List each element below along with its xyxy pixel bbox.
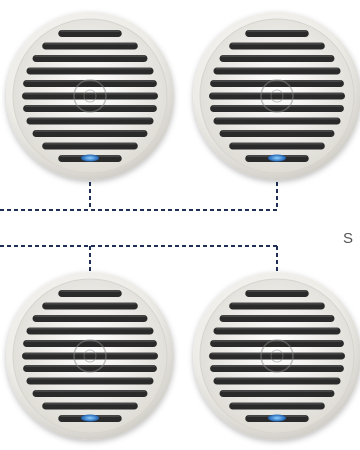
- speaker-bottom-right: [193, 272, 360, 440]
- wiring-top: [0, 168, 278, 211]
- grille-slots: [209, 30, 345, 162]
- woofer-cone: [73, 79, 107, 113]
- side-label: S: [343, 230, 354, 247]
- speaker-bottom-left: [6, 272, 174, 440]
- status-light-icon: [268, 154, 286, 162]
- status-light-icon: [81, 154, 99, 162]
- grille-slots: [209, 290, 345, 422]
- woofer-cone: [260, 339, 294, 373]
- speaker-top-right: [193, 12, 360, 180]
- speaker-top-left: [6, 12, 174, 180]
- status-light-icon: [268, 414, 286, 422]
- grille-slots: [22, 30, 158, 162]
- status-light-icon: [81, 414, 99, 422]
- woofer-cone: [260, 79, 294, 113]
- wiring-bottom: [0, 245, 278, 284]
- grille-slots: [22, 290, 158, 422]
- woofer-cone: [73, 339, 107, 373]
